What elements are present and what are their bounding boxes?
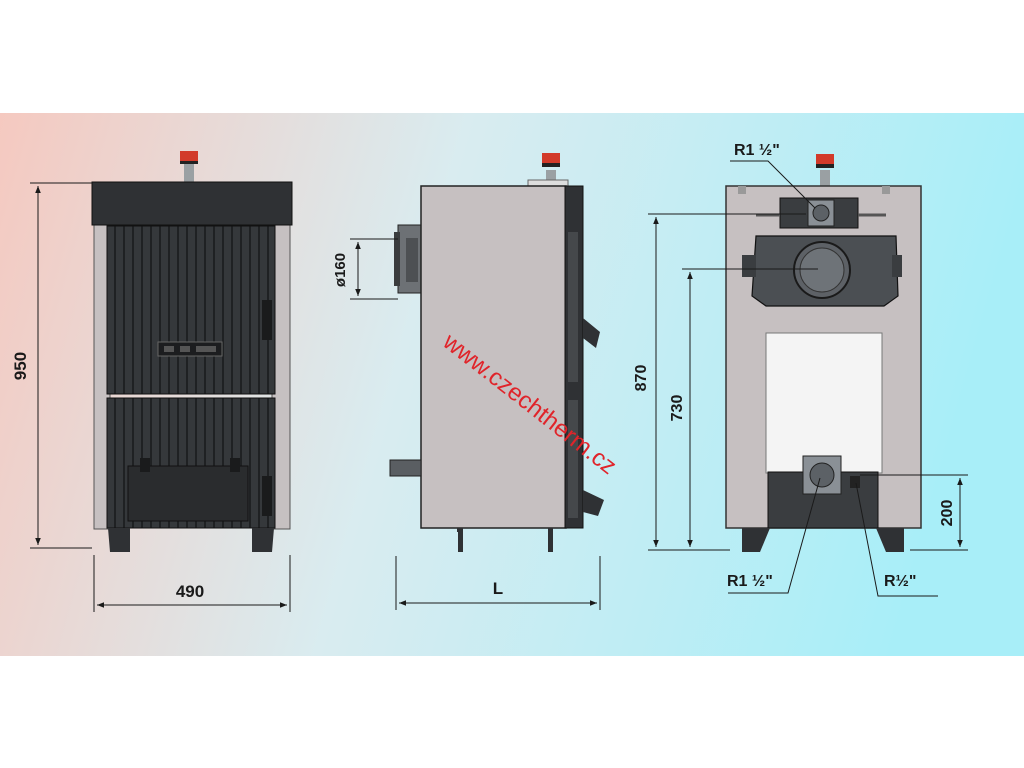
height-200-label: 200 [939, 500, 956, 527]
side-foot-left [458, 528, 463, 552]
front-upper-door [106, 225, 276, 395]
top-connection-label: R1 ½" [734, 142, 780, 159]
height-870-label: 870 [633, 365, 650, 392]
side-foot-right [548, 528, 553, 552]
front-valve-stem [184, 164, 194, 182]
bottom-right-connection-label: R½" [884, 573, 916, 590]
front-lower-hinge [262, 476, 272, 516]
front-valve-cap [180, 151, 198, 161]
bottom-left-connection-label: R1 ½" [727, 573, 773, 590]
front-upper-hinge [262, 300, 272, 340]
rear-foot-right [876, 528, 904, 552]
height-730-label: 730 [669, 395, 686, 422]
front-view [91, 151, 293, 552]
bottom-right-connection-leader [855, 482, 938, 597]
side-lower-handle [583, 490, 604, 516]
front-top-cover [91, 181, 293, 226]
side-upper-handle [583, 318, 600, 348]
side-body-panel [420, 185, 567, 529]
rear-dimensions [648, 160, 968, 597]
side-return-pipe [389, 459, 422, 477]
rear-foot-left [742, 528, 770, 552]
rear-view [725, 154, 922, 552]
bottom-left-connection-leader [728, 477, 821, 594]
front-ash-door [127, 465, 249, 522]
side-view [389, 153, 604, 552]
front-foot-left [108, 528, 130, 552]
top-connection-leader [730, 160, 816, 209]
rear-valve-stem [820, 170, 830, 186]
width-490-label: 490 [176, 582, 204, 601]
side-valve-cap [542, 153, 560, 163]
side-valve-stem [546, 170, 556, 186]
rear-valve-cap [816, 154, 834, 164]
length-label: L [493, 579, 503, 598]
rear-inspection-plate [765, 332, 883, 474]
height-950-label: 950 [11, 352, 30, 380]
front-foot-right [252, 528, 274, 552]
flue-diameter-label: ø160 [332, 253, 349, 287]
side-dimensions [350, 238, 601, 610]
front-dimensions [30, 182, 291, 612]
